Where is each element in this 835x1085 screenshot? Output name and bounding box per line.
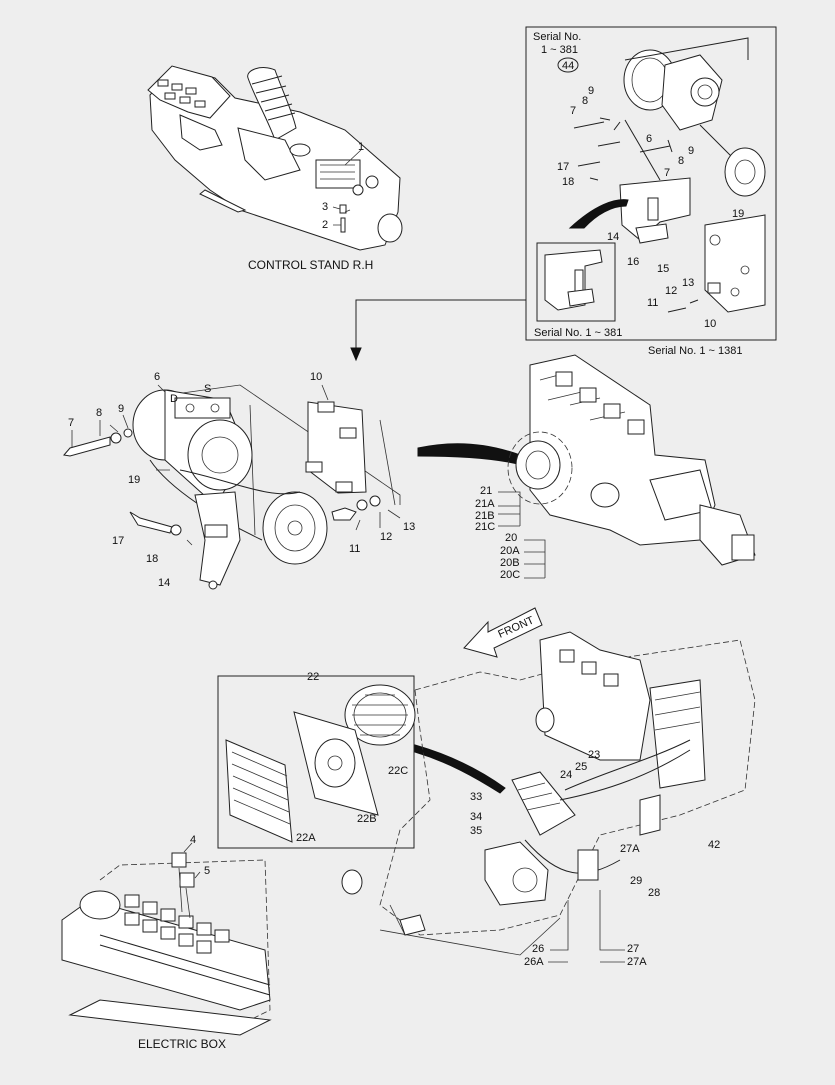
condenser-parts-illustration <box>225 684 416 843</box>
callout-20c: 20C <box>500 569 520 581</box>
callout-11: 11 <box>349 543 360 555</box>
callout-21b: 21B <box>475 510 495 522</box>
callout-21a: 21A <box>475 498 495 510</box>
callout-18-detail: 18 <box>562 176 574 188</box>
callout-3: 3 <box>322 201 328 213</box>
callout-23: 23 <box>588 749 600 761</box>
callout-17-detail: 17 <box>557 161 569 173</box>
serial-header: Serial No. <box>533 31 581 43</box>
label-d: D <box>170 393 178 405</box>
electric-box-illustration <box>61 842 272 1036</box>
leader-arrowhead <box>350 347 362 362</box>
callout-25: 25 <box>575 761 587 773</box>
callout-17: 17 <box>112 535 124 547</box>
leader-21 <box>498 491 521 527</box>
callout-1: 1 <box>358 141 364 153</box>
leader-to-compressor <box>355 299 526 350</box>
callout-21: 21 <box>480 485 492 497</box>
callout-7: 7 <box>68 417 74 429</box>
callout-33: 33 <box>470 791 482 803</box>
callout-20b: 20B <box>500 557 520 569</box>
callout-15: 15 <box>657 263 669 275</box>
callout-9-mid: 9 <box>688 145 694 157</box>
control-stand-illustration <box>147 65 403 251</box>
callout-22: 22 <box>307 671 319 683</box>
callout-14: 14 <box>158 577 170 589</box>
callout-20: 20 <box>505 532 517 544</box>
callout-35: 35 <box>470 825 482 837</box>
leader-26 <box>548 900 569 963</box>
leader-20 <box>524 539 546 579</box>
callout-29: 28 <box>648 887 660 899</box>
callout-27a: 27A <box>627 956 647 968</box>
compressor-assembly-illustration <box>63 384 401 590</box>
callout-13-detail: 13 <box>682 277 694 289</box>
callout-8-mid: 8 <box>678 155 684 167</box>
condenser-pointer-arrow <box>414 744 506 794</box>
callout-9-top: 9 <box>588 85 594 97</box>
control-stand-caption: CONTROL STAND R.H <box>248 258 373 272</box>
machine-frame-illustration <box>341 631 756 956</box>
callout-22c: 22C <box>388 765 408 777</box>
callout-14-detail: 14 <box>607 231 619 243</box>
callout-10: 10 <box>310 371 322 383</box>
callout-22a: 22A <box>296 832 316 844</box>
callout-34: 34 <box>470 811 482 823</box>
callout-5: 5 <box>204 865 210 877</box>
serial-inset-frame <box>536 242 616 322</box>
callout-19: 19 <box>128 474 140 486</box>
engine-pointer-arrow <box>417 443 521 465</box>
electric-box-caption: ELECTRIC BOX <box>138 1037 226 1051</box>
callout-11-detail: 11 <box>647 297 658 309</box>
callout-42: 42 <box>708 839 720 851</box>
callout-13: 13 <box>403 521 415 533</box>
callout-19-detail: 19 <box>732 208 744 220</box>
callout-30: 29 <box>630 875 642 887</box>
callout-20a: 20A <box>500 545 520 557</box>
callout-16: 16 <box>627 256 639 268</box>
callout-8-top: 8 <box>582 95 588 107</box>
callout-2: 2 <box>322 219 328 231</box>
compressor-detail-illustration <box>568 37 766 313</box>
callout-18: 18 <box>146 553 158 565</box>
callout-24: 24 <box>560 769 572 781</box>
serial-detail-frame <box>525 26 777 341</box>
callout-26: 26 <box>532 943 544 955</box>
serial-circled-number: 44 <box>562 60 574 72</box>
serial-circle <box>557 57 579 73</box>
callout-6: 6 <box>154 371 160 383</box>
callout-21c: 21C <box>475 521 495 533</box>
serial-inset-label: Serial No. 1 ~ 381 <box>534 327 622 339</box>
serial-range: 1 ~ 381 <box>541 44 578 56</box>
callout-27: 27 <box>627 943 639 955</box>
callout-12-detail: 12 <box>665 285 677 297</box>
callout-7-top: 7 <box>570 105 576 117</box>
callout-22b: 22B <box>357 813 377 825</box>
callout-7-mid: 7 <box>664 167 670 179</box>
engine-illustration <box>507 354 756 566</box>
serial-bottom-label: Serial No. 1 ~ 1381 <box>648 345 742 357</box>
bracket-inset-illustration <box>544 249 603 311</box>
label-s: S <box>204 383 211 395</box>
callout-6-detail: 6 <box>646 133 652 145</box>
callout-26a: 26A <box>524 956 544 968</box>
leader-27 <box>599 890 625 963</box>
callout-4: 4 <box>190 834 196 846</box>
callout-9: 9 <box>118 403 124 415</box>
callout-28: 27A <box>620 843 640 855</box>
front-direction-arrow: FRONT <box>463 607 543 658</box>
callout-12: 12 <box>380 531 392 543</box>
callout-10-detail: 10 <box>704 318 716 330</box>
condenser-inset-frame <box>217 675 415 849</box>
callout-8: 8 <box>96 407 102 419</box>
